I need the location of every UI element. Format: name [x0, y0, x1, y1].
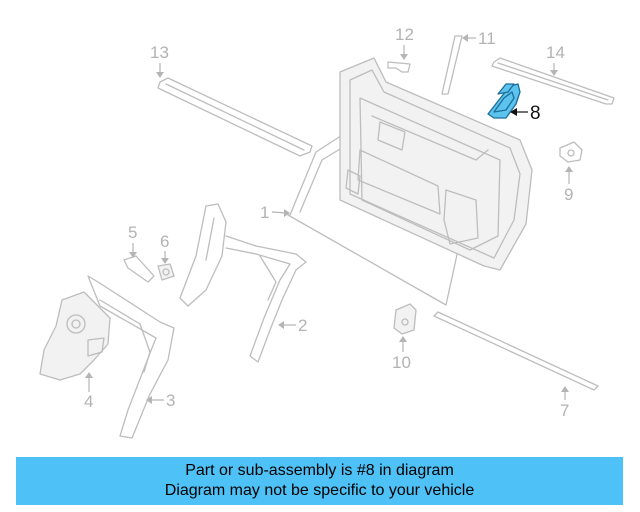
callout-5: 5	[128, 223, 137, 258]
part-2-regulator	[179, 203, 307, 363]
callout-13: 13	[150, 43, 169, 78]
svg-text:11: 11	[478, 29, 496, 48]
part-14-strip	[491, 57, 615, 105]
part-8-bracket	[487, 83, 521, 119]
svg-text:6: 6	[160, 232, 169, 251]
callout-7: 7	[560, 386, 569, 420]
part-10-block	[393, 303, 417, 335]
svg-text:14: 14	[546, 43, 565, 62]
svg-text:12: 12	[395, 25, 414, 44]
svg-text:10: 10	[392, 353, 411, 372]
part-12-clip	[387, 61, 411, 73]
callout-12: 12	[395, 25, 414, 60]
part-6-grommet	[157, 263, 175, 281]
part-7-rod	[433, 311, 599, 391]
svg-text:13: 13	[150, 43, 169, 62]
banner-line-2: Diagram may not be specific to your vehi…	[164, 482, 475, 499]
callout-4: 4	[84, 372, 93, 411]
banner-line-1: Part or sub-assembly is #8 in diagram	[185, 462, 454, 479]
svg-text:8: 8	[530, 103, 541, 124]
callout-11: 11	[462, 29, 496, 48]
svg-text:7: 7	[560, 401, 569, 420]
part-4-motor	[39, 291, 111, 381]
callout-2: 2	[278, 316, 307, 335]
part-9-clip	[559, 141, 583, 163]
callout-1: 1	[260, 203, 290, 222]
svg-text:9: 9	[564, 185, 573, 204]
svg-text:2: 2	[298, 316, 307, 335]
callout-10: 10	[392, 336, 411, 372]
svg-text:5: 5	[128, 223, 137, 242]
part-11-rod	[441, 35, 463, 95]
callout-3: 3	[146, 391, 175, 410]
svg-text:1: 1	[260, 203, 269, 222]
svg-text:4: 4	[84, 392, 93, 411]
part-3-regulator	[87, 275, 175, 439]
info-banner: Part or sub-assembly is #8 in diagram Di…	[16, 457, 623, 505]
callout-6: 6	[160, 232, 169, 264]
callout-9: 9	[564, 166, 573, 204]
door-frame-panel	[339, 57, 533, 271]
part-13-strip	[157, 77, 313, 157]
part-5-bracket	[123, 255, 155, 283]
callout-8: 8	[510, 103, 541, 124]
parts-diagram: 1 2 3 4 5 6 7 8 9 10	[39, 25, 615, 439]
svg-text:3: 3	[166, 391, 175, 410]
callout-14: 14	[546, 43, 565, 76]
